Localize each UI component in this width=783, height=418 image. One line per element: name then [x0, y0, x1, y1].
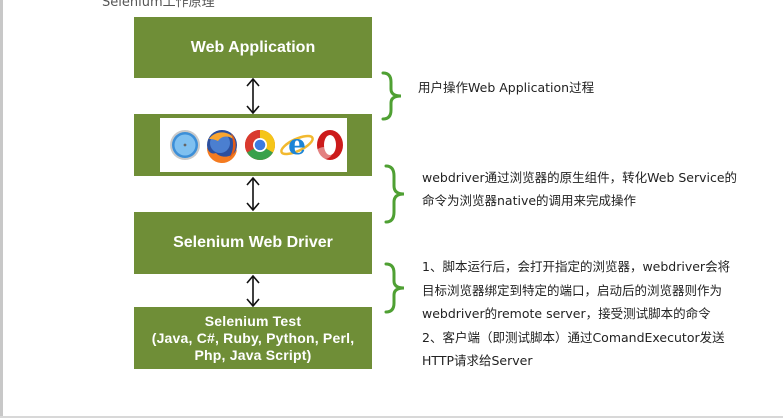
note1-text: 用户操作Web Application过程: [418, 80, 595, 95]
note3-line: HTTP请求给Server: [422, 353, 533, 368]
note3-line: 1、脚本运行后，会打开指定的浏览器，webdriver会将: [422, 259, 731, 274]
web-driver-label: Selenium Web Driver: [173, 234, 333, 251]
note3-line: 2、客户端（即测试脚本）通过ComandExecutor发送: [422, 329, 725, 345]
ie-icon: e: [280, 128, 314, 161]
bottom-border: [0, 416, 783, 418]
note2-line: 命令为浏览器native的调用来完成操作: [422, 193, 637, 208]
web-application-label: Web Application: [190, 38, 316, 56]
note-webdriver: webdriver通过浏览器的原生组件，转化Web Service的 命令为浏览…: [422, 166, 737, 212]
selenium-test-box: Selenium Test (Java, C#, Ruby, Python, P…: [134, 307, 372, 369]
browser-icons-strip: e: [160, 118, 347, 172]
brace-note3: [384, 262, 405, 314]
brace-note1: [381, 71, 402, 121]
test-languages-line1: (Java, C#, Ruby, Python, Perl,: [151, 329, 355, 346]
svg-text:e: e: [288, 128, 306, 161]
safari-icon: [170, 130, 200, 160]
arrow-app-browser: [246, 77, 260, 115]
arrow-driver-test: [246, 274, 260, 308]
note-web-application: 用户操作Web Application过程: [418, 76, 594, 99]
arrow-browser-driver: [246, 176, 260, 212]
note3-line: webdriver的remote server，接受测试脚本的命令: [422, 306, 711, 321]
note3-line: 目标浏览器绑定到特定的端口，启动后的浏览器则作为: [422, 282, 723, 298]
brace-note2: [384, 164, 405, 224]
web-application-box: Web Application: [134, 17, 372, 78]
opera-icon: [316, 130, 343, 160]
note-selenium-test: 1、脚本运行后，会打开指定的浏览器，webdriver会将 目标浏览器绑定到特定…: [422, 255, 730, 373]
firefox-icon: [206, 130, 237, 164]
cropped-heading: Selenium工作原理: [102, 0, 215, 10]
left-border: [0, 0, 3, 418]
note2-line: webdriver通过浏览器的原生组件，转化Web Service的: [422, 170, 738, 185]
test-title: Selenium Test: [204, 312, 302, 329]
test-languages-line2: Php, Java Script): [194, 346, 312, 363]
selenium-web-driver-box: Selenium Web Driver: [134, 212, 372, 274]
chrome-icon: [244, 130, 276, 161]
